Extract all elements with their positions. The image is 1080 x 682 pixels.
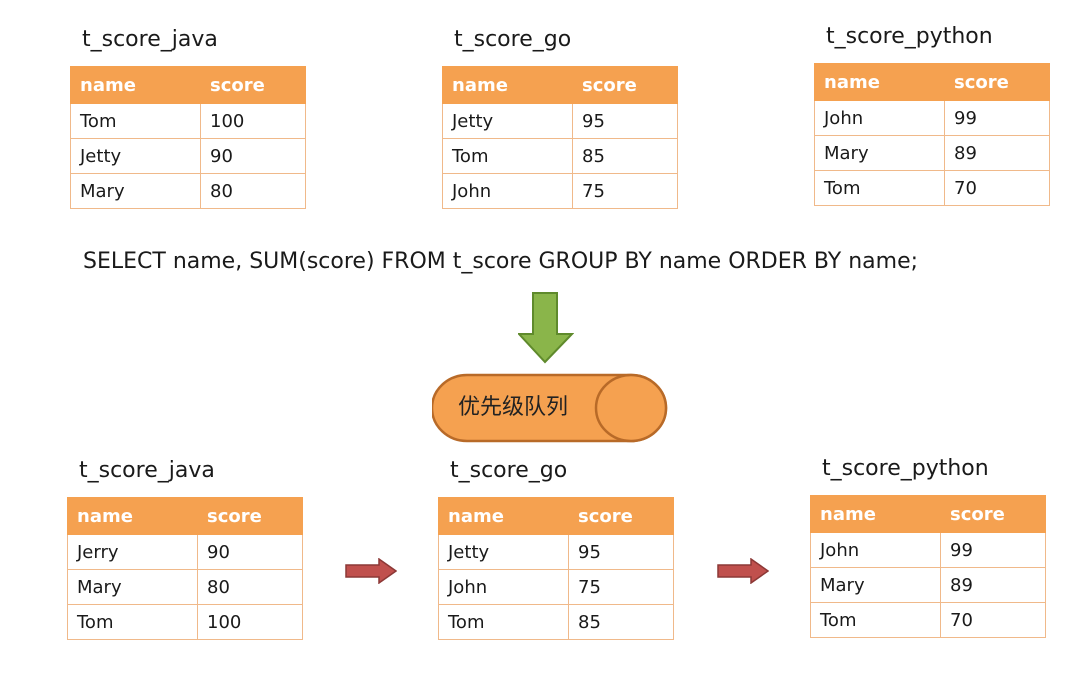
column-header-name: name: [814, 63, 945, 101]
column-header-score: score: [568, 497, 674, 535]
column-header-score: score: [200, 66, 306, 104]
cell-score: 95: [568, 534, 674, 570]
table-header-row: name score: [814, 63, 1050, 101]
table-row: Jetty 95: [438, 534, 674, 570]
table-row: John 75: [442, 173, 678, 209]
cell-name: Mary: [810, 567, 941, 603]
cell-score: 89: [940, 567, 1046, 603]
table-row: John 99: [810, 532, 1046, 568]
cell-score: 70: [944, 170, 1050, 206]
cell-score: 75: [572, 173, 678, 209]
table-title: t_score_java: [79, 458, 215, 483]
column-header-score: score: [572, 66, 678, 104]
cell-score: 95: [572, 103, 678, 139]
cell-name: Jetty: [442, 103, 573, 139]
queue-label: 优先级队列: [458, 395, 569, 420]
column-header-score: score: [944, 63, 1050, 101]
table-row: Mary 80: [67, 569, 303, 605]
table-row: John 99: [814, 100, 1050, 136]
table-header-row: name score: [442, 66, 678, 104]
cell-name: Tom: [814, 170, 945, 206]
cell-score: 90: [200, 138, 306, 174]
table-header-row: name score: [810, 495, 1046, 533]
table-row: Tom 85: [438, 604, 674, 640]
cell-name: John: [442, 173, 573, 209]
column-header-score: score: [940, 495, 1046, 533]
table-title: t_score_python: [826, 24, 993, 49]
table-title: t_score_go: [454, 27, 572, 52]
priority-queue: 优先级队列: [432, 373, 668, 443]
column-header-score: score: [197, 497, 303, 535]
table-row: Jerry 90: [67, 534, 303, 570]
cell-name: John: [814, 100, 945, 136]
cell-name: Tom: [442, 138, 573, 174]
table-header-row: name score: [67, 497, 303, 535]
cell-name: Mary: [70, 173, 201, 209]
sql-statement: SELECT name, SUM(score) FROM t_score GRO…: [83, 249, 919, 274]
cell-score: 85: [568, 604, 674, 640]
cell-score: 100: [200, 103, 306, 139]
cell-name: Jerry: [67, 534, 198, 570]
column-header-name: name: [810, 495, 941, 533]
table-header-row: name score: [70, 66, 306, 104]
cell-score: 85: [572, 138, 678, 174]
table-row: Jetty 95: [442, 103, 678, 139]
column-header-name: name: [442, 66, 573, 104]
cell-score: 100: [197, 604, 303, 640]
cell-score: 80: [200, 173, 306, 209]
score-table: name score John 99 Mary 89 Tom 70: [810, 495, 1046, 638]
score-table: name score Jerry 90 Mary 80 Tom 100: [67, 497, 303, 640]
table-title: t_score_go: [450, 458, 568, 483]
cell-name: Tom: [810, 602, 941, 638]
cell-score: 70: [940, 602, 1046, 638]
cell-name: Tom: [70, 103, 201, 139]
score-table: name score Tom 100 Jetty 90 Mary 80: [70, 66, 306, 209]
cell-score: 89: [944, 135, 1050, 171]
table-header-row: name score: [438, 497, 674, 535]
cell-name: John: [810, 532, 941, 568]
table-row: Tom 70: [810, 602, 1046, 638]
table-row: Mary 80: [70, 173, 306, 209]
table-title: t_score_java: [82, 27, 218, 52]
cell-name: Tom: [438, 604, 569, 640]
table-row: Tom 70: [814, 170, 1050, 206]
cell-score: 99: [940, 532, 1046, 568]
cell-score: 75: [568, 569, 674, 605]
column-header-name: name: [70, 66, 201, 104]
table-row: John 75: [438, 569, 674, 605]
cell-score: 80: [197, 569, 303, 605]
table-title: t_score_python: [822, 456, 989, 481]
right-arrow-icon: [717, 558, 769, 584]
cell-name: Jetty: [438, 534, 569, 570]
table-row: Jetty 90: [70, 138, 306, 174]
queue-cylinder-icon: [432, 373, 668, 443]
table-row: Mary 89: [810, 567, 1046, 603]
column-header-name: name: [438, 497, 569, 535]
right-arrow-icon: [345, 558, 397, 584]
score-table: name score John 99 Mary 89 Tom 70: [814, 63, 1050, 206]
table-row: Tom 100: [70, 103, 306, 139]
column-header-name: name: [67, 497, 198, 535]
cell-score: 90: [197, 534, 303, 570]
down-arrow-icon: [518, 292, 574, 364]
cell-name: Tom: [67, 604, 198, 640]
cell-name: Mary: [814, 135, 945, 171]
table-row: Tom 100: [67, 604, 303, 640]
cell-score: 99: [944, 100, 1050, 136]
table-row: Tom 85: [442, 138, 678, 174]
cell-name: Jetty: [70, 138, 201, 174]
score-table: name score Jetty 95 John 75 Tom 85: [438, 497, 674, 640]
table-row: Mary 89: [814, 135, 1050, 171]
score-table: name score Jetty 95 Tom 85 John 75: [442, 66, 678, 209]
cell-name: Mary: [67, 569, 198, 605]
cell-name: John: [438, 569, 569, 605]
